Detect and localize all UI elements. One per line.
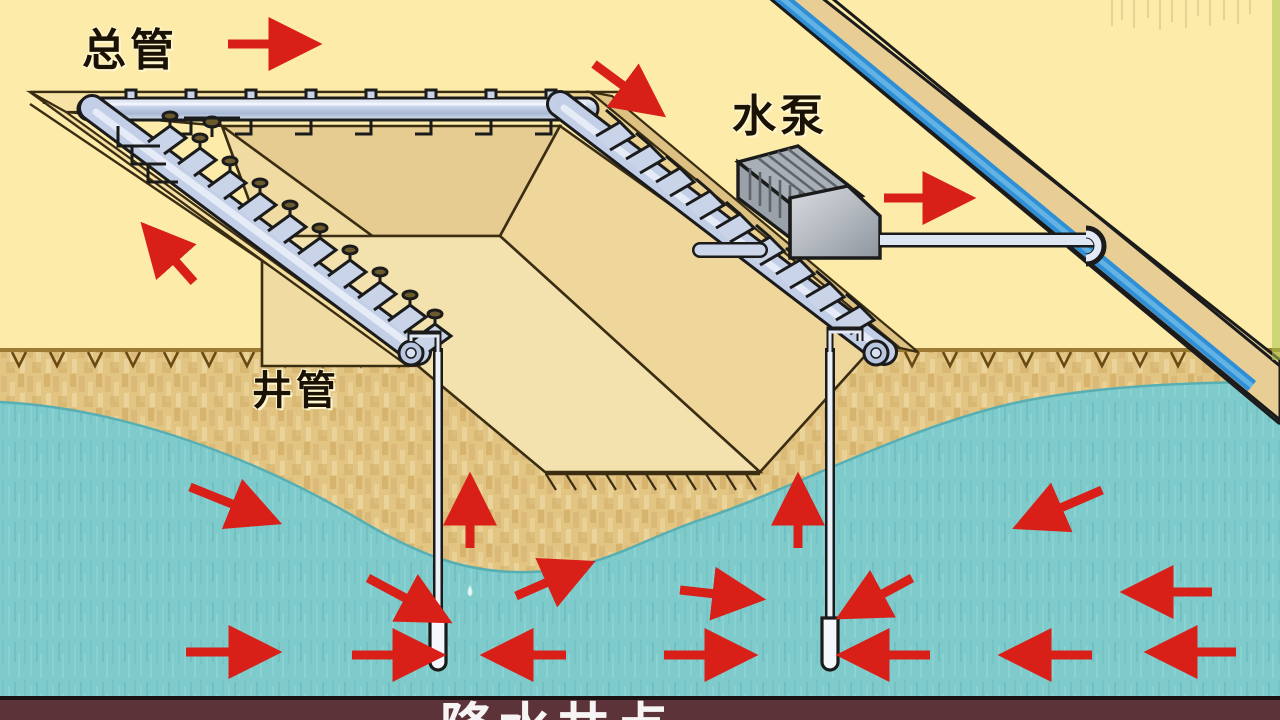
- water-table-drawdown-curve: [0, 380, 1280, 574]
- gw-arrow-c1: [514, 557, 596, 608]
- surface-flow-arrows: [140, 17, 977, 285]
- discharge-channel: [769, 0, 1280, 426]
- label-header-pipe: 总管: [82, 25, 178, 76]
- pit-floor-hatch: [545, 472, 760, 491]
- arrow-top-right-2: [591, 60, 667, 118]
- channel-water-highlight: [780, 0, 1254, 388]
- header-left-risers: [147, 110, 454, 354]
- groundwater-flow-arrows: [186, 471, 1236, 682]
- header-top-drops: [115, 120, 553, 136]
- header-pipe-left: [78, 94, 454, 367]
- header-left-valve-cluster: [116, 115, 240, 184]
- pump-casing: [788, 184, 882, 260]
- channel-edge-left: [769, 0, 1280, 426]
- gw-arrow-r2: [835, 569, 915, 620]
- gw-arrow-c3: [679, 566, 767, 621]
- watermark-marks: [1111, 0, 1251, 30]
- right-edge-strip: [1272, 0, 1280, 360]
- groundwater-fill: [0, 382, 1280, 700]
- wellpoint-right: [820, 326, 864, 672]
- label-pump: 水泵: [732, 91, 828, 142]
- gw-arrow-l1: [188, 478, 283, 529]
- bottom-strip-edge: [0, 696, 1280, 700]
- channel-edge-right: [831, 0, 1280, 368]
- arrow-left-up: [140, 221, 198, 285]
- wellpoint-left-screen: [428, 616, 448, 672]
- pump-unit: [692, 144, 1107, 267]
- pump-discharge-pipe: [880, 225, 1107, 267]
- wellpoint-right-screen: [820, 616, 840, 672]
- label-bottom-caption: 降水井点: [440, 684, 672, 720]
- water-droplet: [467, 584, 473, 597]
- bottom-strip: [0, 698, 1280, 720]
- groundwater-body: [0, 380, 1280, 700]
- label-well-pipe: 井管: [252, 368, 340, 414]
- gw-arrow-r1: [1012, 482, 1104, 533]
- gw-arrow-l2: [365, 574, 453, 624]
- header-pipe-top: [76, 88, 600, 136]
